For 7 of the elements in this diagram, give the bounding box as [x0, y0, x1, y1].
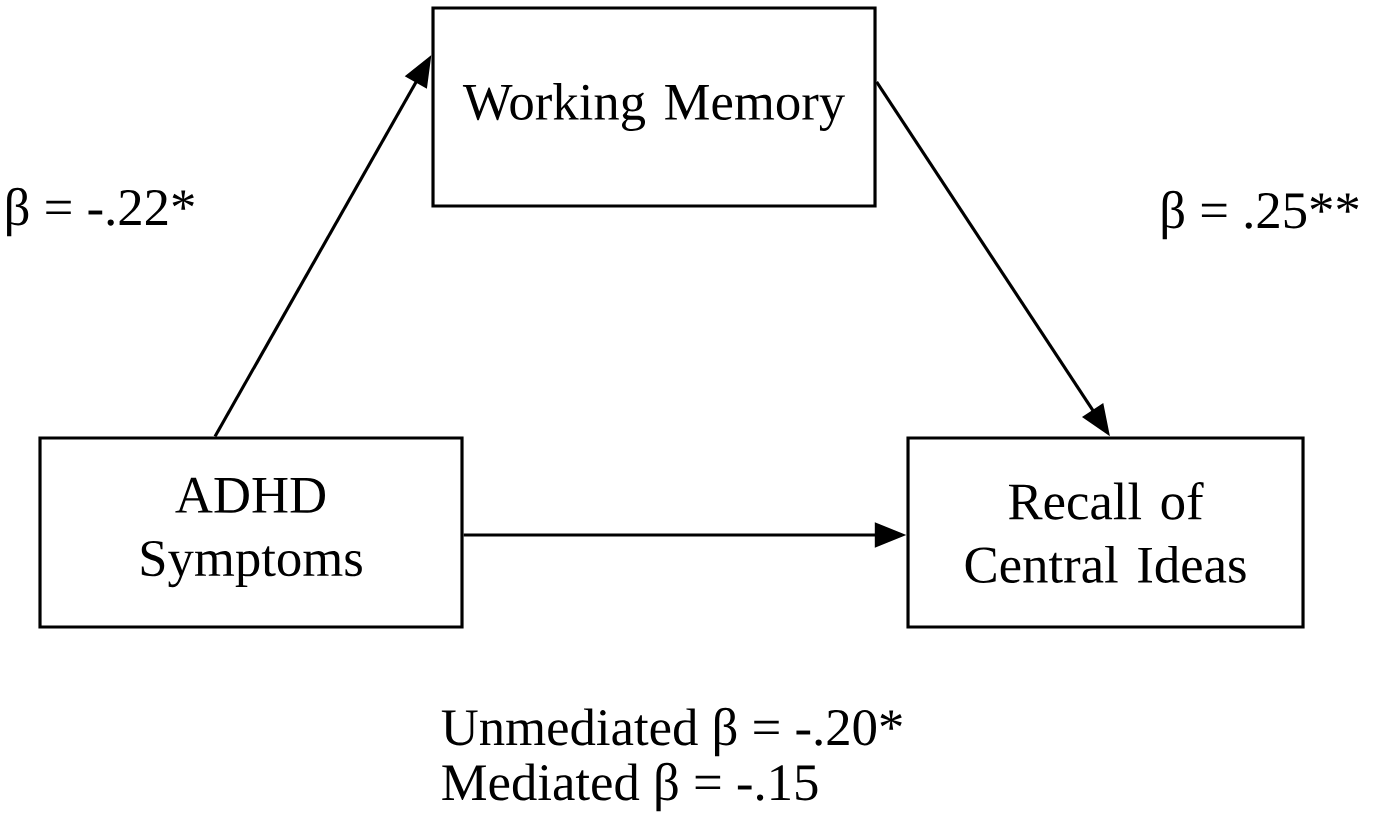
path-coefficient: β = .25** [1162, 190, 1359, 240]
variable-box: ADHD Symptoms [38, 436, 464, 629]
effect-note: Mediated β = -.15 [442, 762, 818, 812]
variable-box: Recall of Central Ideas [906, 436, 1305, 629]
path-coefficient: β = -.22* [7, 187, 194, 237]
effect-note: Unmediated β = -.20* [441, 707, 902, 757]
variable-box: Working Memory [431, 6, 877, 208]
